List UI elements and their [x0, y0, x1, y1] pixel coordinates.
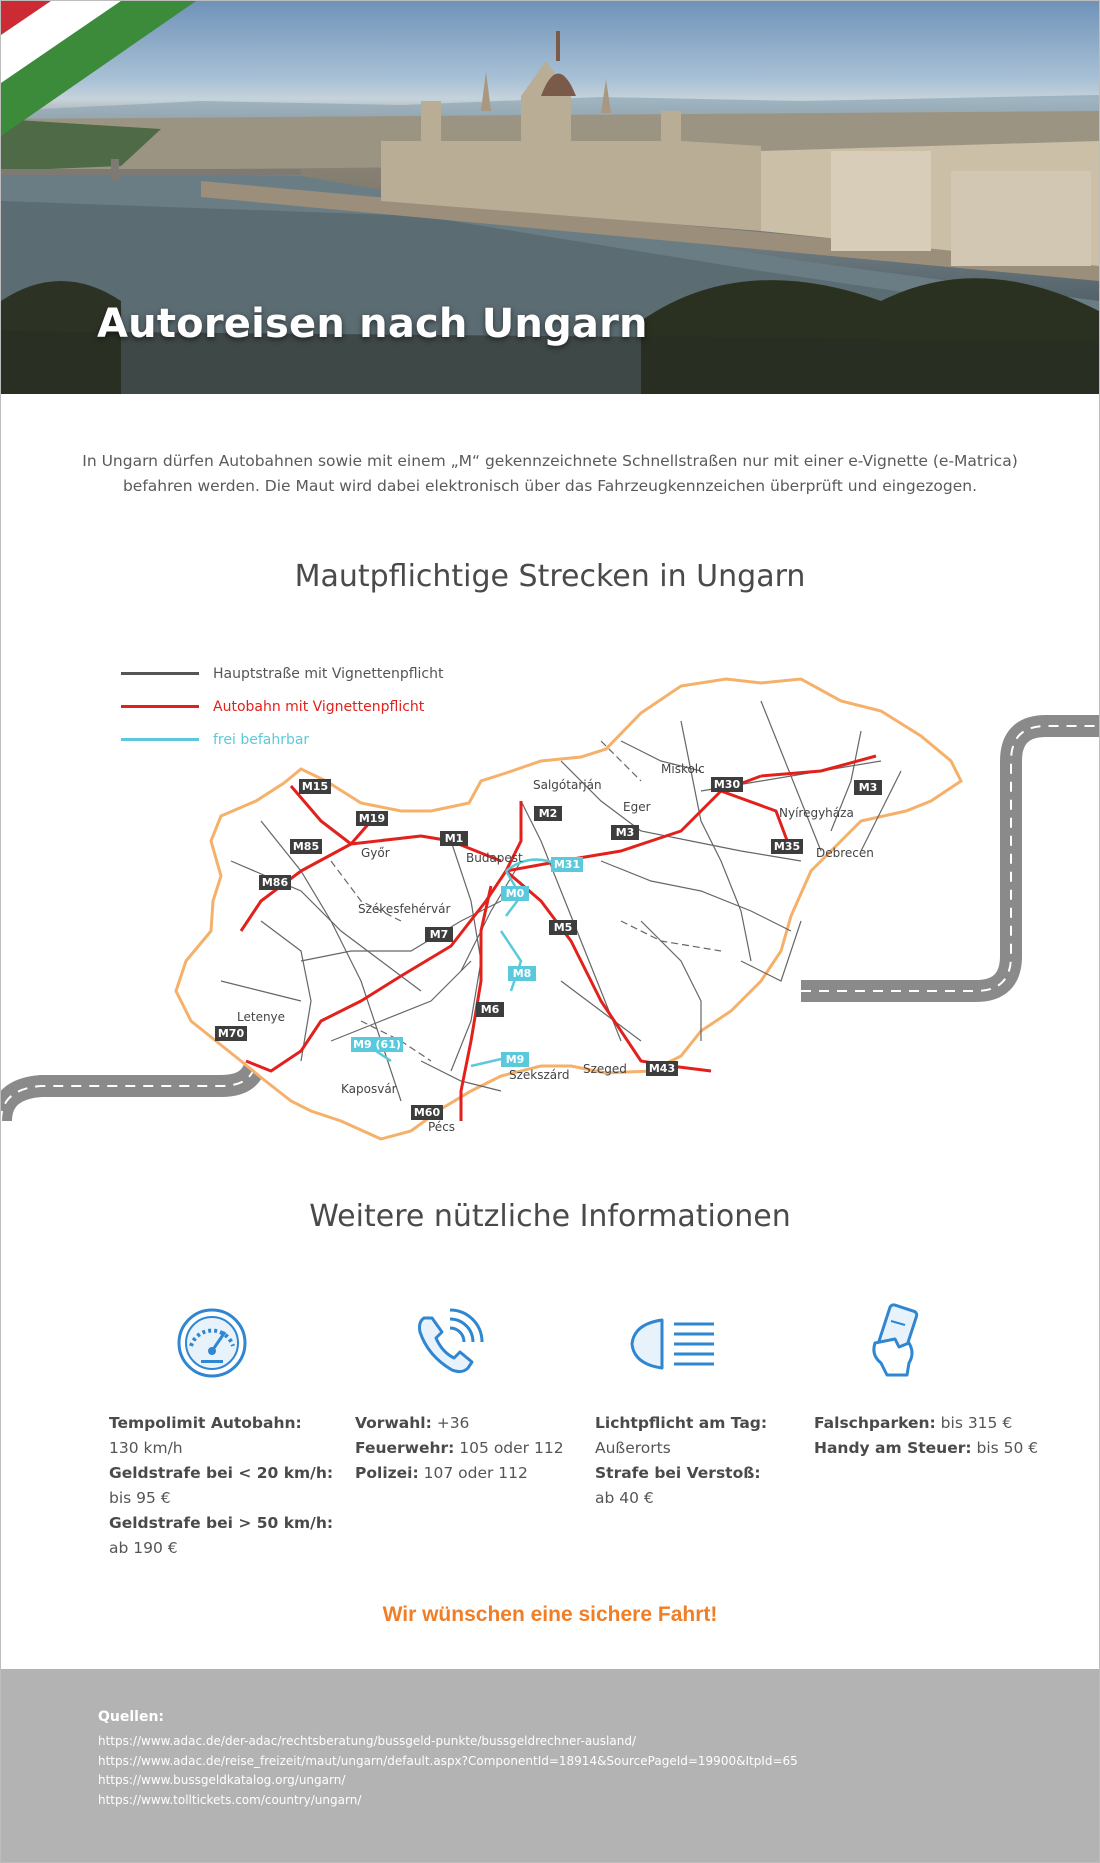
road-badge-m31: M31: [551, 857, 583, 872]
svg-text:M86: M86: [262, 876, 289, 889]
city-label: Székesfehérvár: [358, 902, 450, 916]
info-col-phone: Vorwahl: +36 Feuerwehr: 105 oder 112 Pol…: [355, 1414, 564, 1482]
city-label: Miskolc: [661, 762, 705, 776]
city-label: Győr: [361, 846, 390, 860]
road-badge-m1: M1: [440, 831, 468, 846]
svg-text:M70: M70: [218, 1027, 245, 1040]
svg-text:M35: M35: [774, 840, 800, 853]
road-badge-m9: M9: [501, 1052, 529, 1067]
svg-text:M5: M5: [554, 921, 573, 934]
source-link[interactable]: https://www.bussgeldkatalog.org/ungarn/: [98, 1773, 346, 1787]
svg-text:M6: M6: [481, 1003, 500, 1016]
city-label: Nyíregyháza: [779, 806, 854, 820]
headlight-icon: [630, 1318, 714, 1370]
road-badge-m43: M43: [646, 1061, 678, 1076]
info-col-speed: Tempolimit Autobahn: 130 km/h Geldstrafe…: [109, 1414, 334, 1557]
phone-icon: [418, 1308, 484, 1374]
road-badge-m86: M86: [259, 875, 291, 890]
svg-text:M3: M3: [859, 781, 878, 794]
svg-text:M30: M30: [714, 778, 741, 791]
sources-footer: Quellen: https://www.adac.de/der-adac/re…: [1, 1669, 1099, 1862]
city-label: Pécs: [428, 1120, 455, 1134]
city-label: Budapest: [466, 851, 523, 865]
road-badge-m3: M3: [611, 825, 639, 840]
legend-label: frei befahrbar: [213, 732, 309, 748]
source-link[interactable]: https://www.tolltickets.com/country/unga…: [98, 1792, 362, 1807]
source-link[interactable]: https://www.adac.de/der-adac/rechtsberat…: [98, 1734, 636, 1748]
svg-text:M2: M2: [539, 807, 558, 820]
svg-text:M8: M8: [513, 967, 532, 980]
info-col-parking: Falschparken: bis 315 € Handy am Steuer:…: [814, 1414, 1039, 1457]
svg-text:M1: M1: [445, 832, 464, 845]
sources-list: https://www.adac.de/der-adac/rechtsberat…: [98, 1732, 798, 1810]
city-label: Szekszárd: [509, 1068, 570, 1082]
info-col-light: Lichtpflicht am Tag: Außerorts Strafe be…: [595, 1414, 768, 1507]
road-badge-m30: M30: [711, 777, 743, 792]
city-label: Eger: [623, 800, 651, 814]
road-badge-m19: M19: [356, 811, 388, 826]
svg-text:M85: M85: [293, 840, 319, 853]
hungarian-flag-corner: [1, 1, 196, 136]
road-badge-m70: M70: [215, 1026, 247, 1041]
road-badge-m15: M15: [299, 779, 331, 794]
legend-label: Autobahn mit Vignettenpflicht: [213, 699, 425, 715]
hungary-toll-map: Hauptstraße mit Vignettenpflicht Autobah…: [1, 666, 1099, 1141]
city-label: Szeged: [583, 1062, 627, 1076]
svg-text:M9: M9: [506, 1053, 525, 1066]
road-badge-m2: M2: [534, 806, 562, 821]
city-label: Kaposvár: [341, 1082, 397, 1096]
legend-label: Hauptstraße mit Vignettenpflicht: [213, 666, 444, 682]
sources-title: Quellen:: [98, 1709, 165, 1725]
road-decoration-right: [801, 715, 1099, 1002]
hero-banner: Autoreisen nach Ungarn: [1, 1, 1099, 394]
map-section-title: Mautpflichtige Strecken in Ungarn: [294, 559, 806, 594]
svg-text:M7: M7: [430, 928, 449, 941]
speedometer-icon: [177, 1308, 247, 1378]
svg-text:M15: M15: [302, 780, 328, 793]
source-link[interactable]: https://www.adac.de/reise_freizeit/maut/…: [98, 1753, 798, 1768]
svg-text:M19: M19: [359, 812, 385, 825]
road-badge-m7: M7: [425, 927, 453, 942]
road-badge-m0: M0: [501, 886, 529, 901]
city-label: Debrecen: [816, 846, 874, 860]
safe-travel-message: Wir wünschen eine sichere Fahrt!: [382, 1603, 718, 1626]
road-badge-m35: M35: [771, 839, 803, 854]
svg-text:M31: M31: [554, 858, 580, 871]
road-badge-m60: M60: [411, 1105, 443, 1120]
intro-text: In Ungarn dürfen Autobahnen sowie mit ei…: [82, 452, 1018, 495]
hand-phone-icon: [872, 1303, 919, 1377]
budapest-parliament-photo: [1, 31, 1099, 394]
road-badge-m9-61: M9 (61): [351, 1037, 403, 1052]
road-badge-m6: M6: [476, 1002, 504, 1017]
page-title: Autoreisen nach Ungarn: [97, 301, 648, 347]
road-badge-m8: M8: [508, 966, 536, 981]
city-label: Salgótarján: [533, 778, 602, 792]
legend-line-main-road: [121, 672, 199, 675]
legend-line-motorway: [121, 705, 199, 708]
legend-line-free: [121, 738, 199, 741]
svg-text:M60: M60: [414, 1106, 441, 1119]
road-badge-m3: M3: [854, 780, 882, 795]
svg-text:M9 (61): M9 (61): [353, 1038, 401, 1051]
info-section-title: Weitere nützliche Informationen: [309, 1199, 791, 1234]
svg-text:M0: M0: [506, 887, 525, 900]
svg-text:M3: M3: [616, 826, 635, 839]
city-label: Letenye: [237, 1010, 285, 1024]
road-badge-m5: M5: [549, 920, 577, 935]
svg-text:M43: M43: [649, 1062, 675, 1075]
road-badge-m85: M85: [290, 839, 322, 854]
